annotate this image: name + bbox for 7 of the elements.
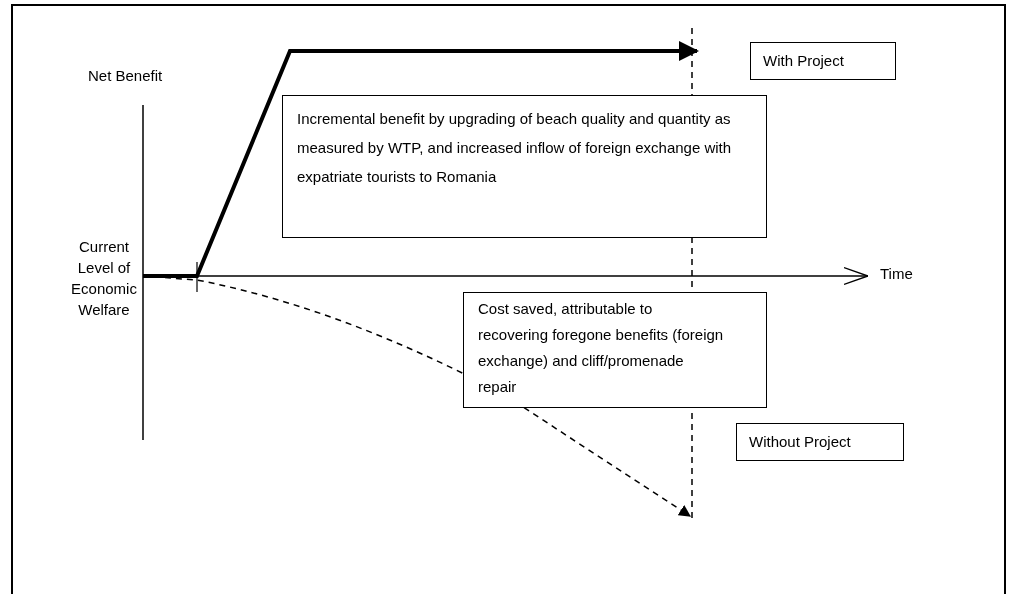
label-box: Without Project: [736, 423, 904, 461]
axis-label: Current Level of Economic Welfare: [70, 237, 138, 320]
annotation-box: Cost saved, attributable to recovering foregone benefits (foreign exchange) and cliff/promenade repair: [463, 292, 767, 408]
axis-label: Net Benefit: [88, 66, 164, 86]
annotation-box: Incremental benefit by upgrading of beach quality and quantity as measured by WTP, and increased inflow of foreign exchange with expatriate tourists to Romania: [282, 95, 767, 238]
axis-label: Time: [880, 264, 914, 284]
label-box: With Project: [750, 42, 896, 80]
